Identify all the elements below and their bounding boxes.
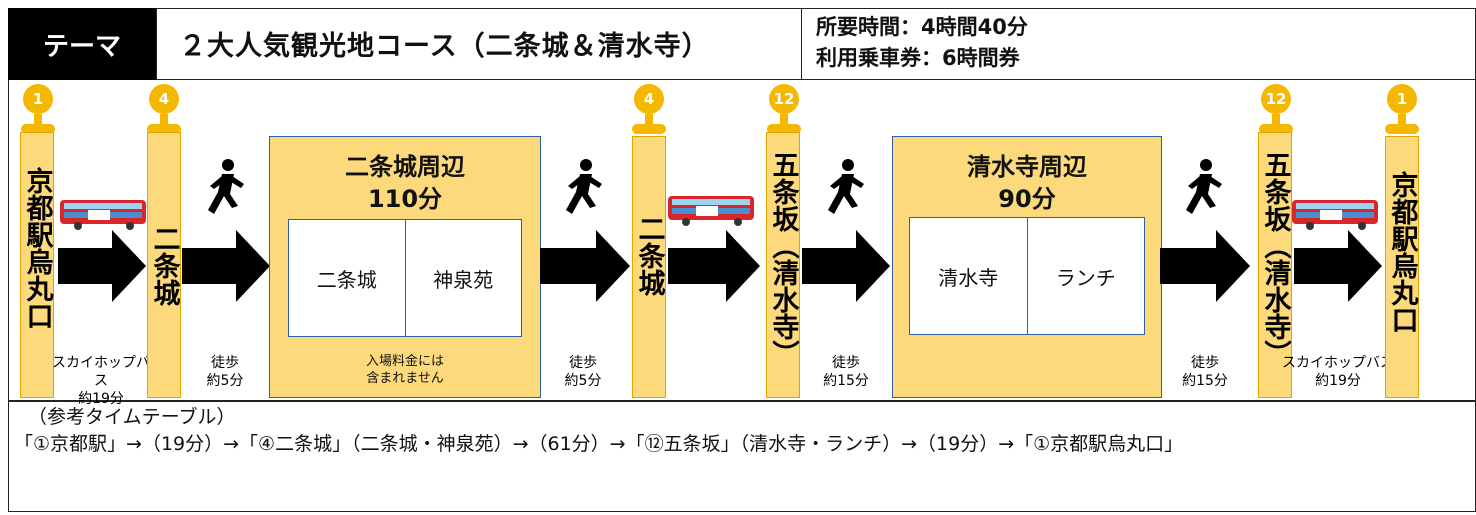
bus-icon bbox=[668, 196, 754, 226]
area-title: 清水寺周辺 bbox=[967, 153, 1087, 181]
stop-nijo-1[interactable]: 二条城 bbox=[147, 132, 181, 398]
stop-name: 二条城 bbox=[148, 225, 180, 306]
spot-lunch[interactable]: ランチ bbox=[1026, 218, 1145, 334]
duration-text: 所要時間：4時間40分 bbox=[816, 15, 1028, 39]
stop-name: 二条城 bbox=[633, 215, 665, 296]
stop-number: 12 bbox=[1261, 84, 1291, 114]
area-spots: 二条城 神泉苑 bbox=[288, 219, 522, 337]
walker-icon bbox=[1186, 159, 1222, 214]
walk-leg-4: 徒歩約15分 bbox=[1182, 355, 1228, 389]
stop-kyoto-station[interactable]: 京都駅烏丸口 bbox=[20, 132, 54, 398]
timetable-title: （参考タイムテーブル） bbox=[28, 406, 236, 428]
spot-kiyomizu[interactable]: 清水寺 bbox=[938, 265, 999, 290]
course-meta: 所要時間：4時間40分 利用乗車券：6時間券 bbox=[802, 8, 1476, 80]
walker-icon bbox=[208, 159, 244, 214]
walker-icon bbox=[828, 159, 864, 214]
stop-pin-icon: 4 bbox=[631, 84, 667, 134]
area-duration: 90分 bbox=[998, 185, 1056, 213]
area-note: 入場料金には含まれません bbox=[365, 354, 444, 386]
stop-pin-icon: 4 bbox=[146, 84, 182, 134]
timetable-text: 「①京都駅」→（19分）→「④二条城」（二条城・神泉苑）→（61分）→「⑫五条坂… bbox=[14, 433, 1184, 455]
stop-pin-icon: 1 bbox=[1384, 84, 1420, 134]
spot-nijo-castle[interactable]: 二条城 bbox=[316, 267, 377, 292]
stop-name: 京都駅烏丸口 bbox=[1386, 171, 1418, 333]
reference-timetable: （参考タイムテーブル） 「①京都駅」→（19分）→「④二条城」（二条城・神泉苑）… bbox=[14, 404, 1470, 458]
stop-number: 4 bbox=[149, 84, 179, 114]
bus-leg-2: スカイホップバス約19分 bbox=[1282, 355, 1394, 389]
area-kiyomizu[interactable]: 清水寺周辺 90分 清水寺 ランチ bbox=[892, 136, 1162, 398]
stop-gojozaka-1[interactable]: 五条坂（清水寺） bbox=[766, 132, 800, 398]
stop-gojozaka-2[interactable]: 五条坂（清水寺） bbox=[1258, 132, 1292, 398]
stop-number: 1 bbox=[1387, 84, 1417, 114]
course-title: ２大人気観光地コース（二条城＆清水寺） bbox=[156, 8, 802, 80]
bus-icon bbox=[1292, 200, 1378, 230]
theme-label: テーマ bbox=[8, 8, 156, 80]
area-duration: 110分 bbox=[367, 185, 443, 213]
spot-shinsenen[interactable]: 神泉苑 bbox=[404, 220, 522, 336]
stop-name: 五条坂（清水寺） bbox=[767, 151, 799, 367]
stop-pin-icon: 1 bbox=[20, 84, 56, 134]
bus-icon bbox=[60, 200, 146, 230]
stop-pin-icon: 12 bbox=[1258, 84, 1294, 134]
walk-leg-2: 徒歩約5分 bbox=[564, 355, 602, 389]
ticket-text: 利用乗車券：6時間券 bbox=[816, 46, 1020, 70]
stop-number: 12 bbox=[769, 84, 799, 114]
stop-name: 京都駅烏丸口 bbox=[21, 167, 53, 329]
stop-kyoto-station-end[interactable]: 京都駅烏丸口 bbox=[1385, 136, 1419, 398]
stop-number: 1 bbox=[23, 84, 53, 114]
bus-leg-1: スカイホップバス約19分 bbox=[52, 355, 150, 407]
area-spots: 清水寺 ランチ bbox=[909, 217, 1145, 335]
walk-leg-3: 徒歩約15分 bbox=[823, 355, 869, 389]
stop-number: 4 bbox=[634, 84, 664, 114]
walker-icon bbox=[566, 159, 602, 214]
stop-nijo-2[interactable]: 二条城 bbox=[632, 136, 666, 398]
area-nijo[interactable]: 二条城周辺 110分 二条城 神泉苑 入場料金には含まれません bbox=[269, 136, 541, 398]
stop-pin-icon: 12 bbox=[766, 84, 802, 134]
walk-leg-1: 徒歩約5分 bbox=[206, 355, 244, 389]
route-divider bbox=[8, 400, 1476, 402]
stop-name: 五条坂（清水寺） bbox=[1259, 151, 1291, 367]
area-title: 二条城周辺 bbox=[345, 153, 465, 181]
